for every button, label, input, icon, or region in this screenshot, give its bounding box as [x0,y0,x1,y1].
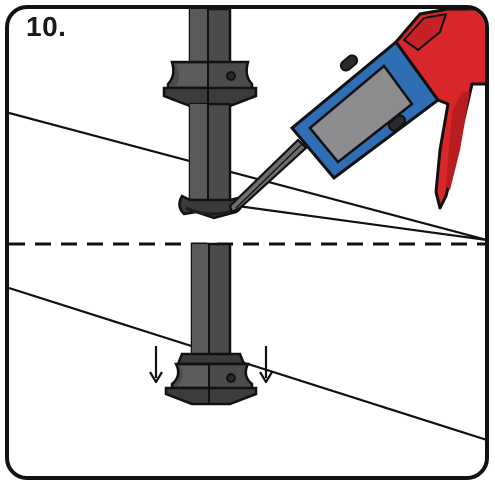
post-top [162,9,258,220]
screw-icon [226,373,236,383]
caulk-gun-icon [228,9,485,214]
caulk-tube-label [308,64,414,164]
deck-edge-line-top-upper [9,111,485,242]
screw-icon [226,71,236,81]
step-number: 10. [26,11,67,42]
down-arrow-icon [259,346,273,384]
down-arrow-icon [149,346,163,384]
post-bottom [164,242,258,406]
deck-edge-line-top-lower [229,203,485,242]
